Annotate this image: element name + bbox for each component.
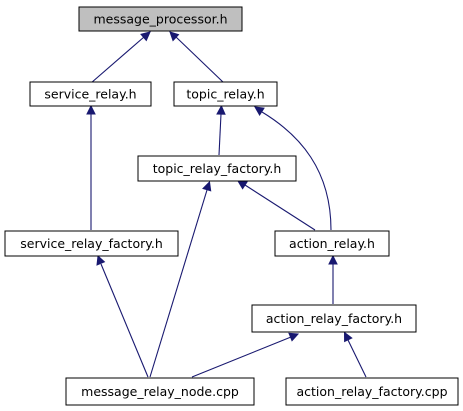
node-label-message-processor-h: message_processor.h: [94, 12, 228, 27]
arrowhead-icon: [86, 104, 96, 115]
node-topic-relay-h[interactable]: topic_relay.h: [173, 81, 278, 107]
edges: [86, 31, 367, 378]
node-service-relay-factory-h[interactable]: service_relay_factory.h: [4, 230, 179, 257]
arrowhead-icon: [254, 106, 265, 116]
arrowhead-icon: [96, 254, 106, 266]
edge-message-relay-node-to-action-relay-factory: [191, 332, 300, 378]
node-action-relay-h[interactable]: action_relay.h: [274, 230, 390, 257]
edge-service-relay-to-message-processor: [90, 31, 151, 84]
node-label-service-relay-factory-h: service_relay_factory.h: [20, 236, 163, 251]
node-message-relay-node-cpp[interactable]: message_relay_node.cpp: [65, 377, 255, 406]
edge-action-relay-to-topic-relay-factory: [237, 180, 316, 231]
edge-topic-relay-factory-to-topic-relay: [216, 104, 226, 156]
arrowhead-icon: [237, 180, 248, 190]
arrowhead-icon: [343, 331, 353, 343]
edge-message-relay-node-to-service-relay-factory: [96, 254, 149, 378]
arrowhead-icon: [328, 254, 338, 265]
edge-topic-relay-to-message-processor: [169, 31, 225, 84]
node-label-service-relay-h: service_relay.h: [44, 87, 136, 102]
node-message-processor-h[interactable]: message_processor.h: [78, 6, 243, 32]
edge-message-relay-node-to-topic-relay-factory: [149, 180, 212, 378]
node-service-relay-h[interactable]: service_relay.h: [29, 81, 152, 107]
node-label-message-relay-node-cpp: message_relay_node.cpp: [81, 384, 239, 399]
node-topic-relay-factory-h[interactable]: topic_relay_factory.h: [137, 155, 297, 182]
arrowhead-icon: [288, 332, 300, 342]
arrowhead-icon: [216, 104, 226, 115]
node-label-action-relay-factory-cpp: action_relay_factory.cpp: [296, 384, 447, 399]
edge-action-relay-to-topic-relay: [254, 106, 332, 231]
node-action-relay-factory-cpp[interactable]: action_relay_factory.cpp: [285, 377, 459, 406]
arrowhead-icon: [202, 180, 212, 192]
node-label-topic-relay-factory-h: topic_relay_factory.h: [153, 161, 282, 176]
nodes: message_processor.h service_relay.h topi…: [4, 6, 459, 406]
arrowhead-icon: [140, 31, 151, 42]
node-action-relay-factory-h[interactable]: action_relay_factory.h: [251, 304, 417, 333]
edge-action-relay-factory-to-action-relay: [328, 254, 338, 304]
arrowhead-icon: [169, 31, 180, 42]
edge-action-relay-factory-cpp-to-action-relay-factory: [343, 331, 367, 378]
node-label-action-relay-factory-h: action_relay_factory.h: [266, 311, 402, 326]
node-label-action-relay-h: action_relay.h: [289, 236, 375, 251]
node-label-topic-relay-h: topic_relay.h: [186, 87, 264, 102]
edge-service-relay-factory-to-service-relay: [86, 104, 96, 230]
